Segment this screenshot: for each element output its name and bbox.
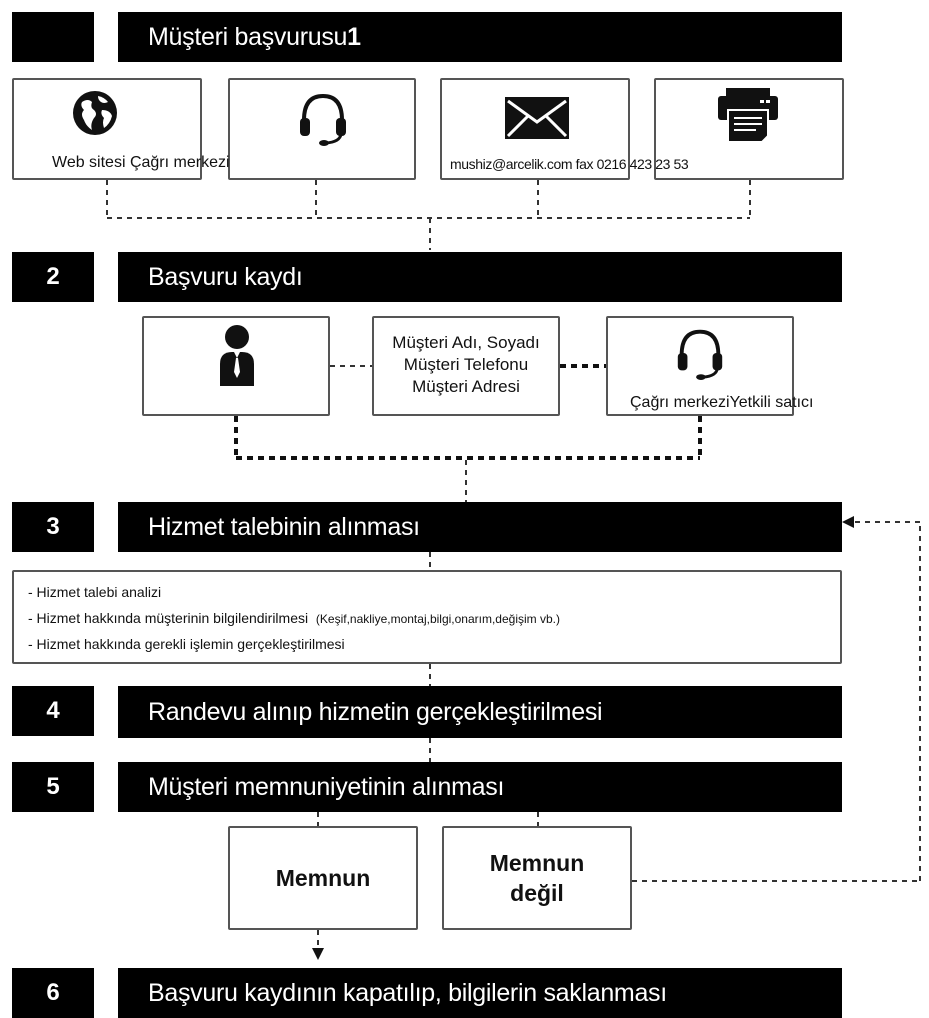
step-title: Müşteri başvurusu (148, 22, 348, 51)
service-request-box: - Hizmet talebi analizi - Hizmet hakkınd… (12, 570, 842, 664)
info-line: Müşteri Adresi (412, 377, 520, 396)
fax-icon (718, 88, 778, 143)
not-satisfied-label-1: Memnun (489, 850, 585, 876)
envelope-icon (505, 97, 569, 139)
step-title: Hizmet talebinin alınması (148, 512, 420, 541)
globe-icon (73, 91, 117, 135)
person-icon (220, 325, 254, 386)
service-item: - Hizmet hakkında gerekli işlemin gerçek… (28, 636, 345, 652)
step-title-bar: Başvuru kaydı (118, 252, 842, 302)
channel-card-call-center (228, 78, 416, 180)
info-line: Müşteri Adı, Soyadı (392, 333, 540, 352)
headset-icon (677, 329, 723, 380)
step-title: Başvuru kaydı (148, 262, 303, 291)
step-title: Randevu alınıp hizmetin gerçekleştirilme… (148, 697, 603, 726)
channel-card-web (12, 78, 202, 180)
headset-icon (300, 93, 346, 146)
not-satisfied-label-2: değil (510, 880, 564, 906)
not-satisfied-box: Memnun değil (442, 826, 632, 930)
service-item-note: (Keşif,nakliye,montaj,bilgi,onarım,değiş… (315, 612, 560, 626)
registration-info-box: Müşteri Adı, Soyadı Müşteri Telefonu Müş… (372, 316, 560, 416)
step-title-bar: Başvuru kaydının kapatılıp, bilgilerin s… (118, 968, 842, 1018)
channel-label-left: Web sitesi Çağrı merkezi (52, 154, 230, 171)
registration-person-card (142, 316, 330, 416)
service-item: - Hizmet hakkında müşterinin bilgilendir… (28, 610, 560, 626)
step-title: Müşteri memnuniyetinin alınması (148, 772, 505, 801)
registration-callcenter-card (606, 316, 794, 416)
step-title-suffix: 1 (347, 22, 361, 51)
step-title-bar: Randevu alınıp hizmetin gerçekleştirilme… (118, 686, 842, 738)
satisfied-label: Memnun (275, 865, 371, 891)
step-number (12, 12, 94, 62)
service-item: - Hizmet talebi analizi (28, 584, 162, 600)
step-number: 5 (12, 762, 94, 812)
step-title-bar: Hizmet talebinin alınması (118, 502, 842, 552)
step-title: Başvuru kaydının kapatılıp, bilgilerin s… (148, 978, 667, 1007)
step-number: 4 (12, 686, 94, 736)
channel-card-fax (654, 78, 844, 180)
channel-label-right: mushiz@arcelik.com fax 0216 423 23 53 (450, 156, 689, 172)
step-number: 3 (12, 502, 94, 552)
step-title-bar: Müşteri memnuniyetinin alınması (118, 762, 842, 812)
channel-card-email (440, 78, 630, 180)
satisfied-box: Memnun (228, 826, 418, 930)
registration-right-label: Çağrı merkeziYetkili satıcı (630, 394, 814, 411)
step-number: 2 (12, 252, 94, 302)
step-number: 6 (12, 968, 94, 1018)
info-line: Müşteri Telefonu (403, 355, 529, 374)
